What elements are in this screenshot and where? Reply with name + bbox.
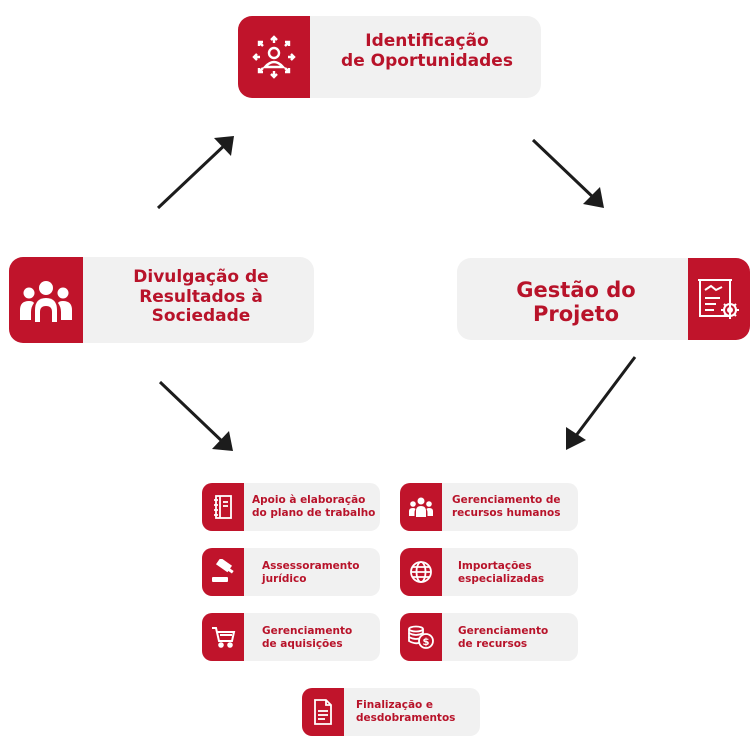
service-apoio-label: Apoio à elaboração do plano de trabalho <box>252 494 378 519</box>
arrow-divulgacao-to-services <box>158 380 228 447</box>
service-importacoes-label: Importações especializadas <box>458 560 576 585</box>
people-network-icon <box>252 35 296 79</box>
service-rh-line2: recursos humanos <box>452 506 561 519</box>
stage-divulgacao-line2: Resultados à <box>139 286 263 307</box>
stage-identificacao-line1: Identificação <box>365 31 489 51</box>
service-finalizacao-line1: Finalização e <box>356 699 434 711</box>
service-recursos-line2: de recursos <box>458 637 528 650</box>
arrow-gestao-to-services <box>570 356 637 442</box>
service-juridico-iconbox <box>202 548 244 596</box>
stage-gestao-line2: Projeto <box>532 302 620 327</box>
service-juridico-line1: Assessoramento <box>262 560 360 572</box>
service-finalizacao-iconbox <box>302 688 344 736</box>
service-importacoes-line2: especializadas <box>458 572 545 585</box>
cart-icon <box>212 627 236 648</box>
stage-gestao-line1: Gestão do <box>516 278 636 302</box>
service-apoio-line1: Apoio à elaboração <box>252 494 366 506</box>
stage-divulgacao-line3: Sociedade <box>151 306 251 327</box>
service-recursos-line1: Gerenciamento <box>458 625 549 637</box>
service-aquisicoes-line1: Gerenciamento <box>262 625 353 637</box>
stage-gestao-title: Gestão do Projeto <box>470 278 682 326</box>
stage-gestao-iconbox <box>688 258 750 340</box>
service-recursos-iconbox: $ <box>400 613 442 661</box>
service-rh-iconbox <box>400 483 442 531</box>
service-aquisicoes-line2: de aquisições <box>262 637 343 650</box>
stage-identificacao-iconbox <box>238 16 310 98</box>
svg-text:$: $ <box>423 637 430 648</box>
stage-identificacao-title: Identificação de Oportunidades <box>318 31 536 71</box>
project-board-gear-icon <box>698 279 739 319</box>
document-icon <box>314 699 332 725</box>
service-finalizacao-line2: desdobramentos <box>356 711 456 724</box>
arrow-divulgacao-to-identificacao <box>156 140 230 210</box>
service-finalizacao-label: Finalização e desdobramentos <box>356 699 476 724</box>
gavel-icon <box>212 559 234 582</box>
group-icon <box>20 281 72 322</box>
service-apoio-iconbox <box>202 483 244 531</box>
service-recursos-label: Gerenciamento de recursos <box>458 625 576 650</box>
stage-divulgacao-title: Divulgação de Resultados à Sociedade <box>96 267 306 327</box>
service-aquisicoes-label: Gerenciamento de aquisições <box>262 625 378 650</box>
arrow-identificacao-to-gestao <box>531 138 598 202</box>
notebook-icon <box>214 495 232 519</box>
service-rh-line1: Gerenciamento de <box>452 494 561 506</box>
service-juridico-line2: jurídico <box>262 572 307 585</box>
service-importacoes-line1: Importações <box>458 560 532 572</box>
service-juridico-label: Assessoramento jurídico <box>262 560 378 585</box>
team-icon <box>409 497 433 517</box>
service-rh-label: Gerenciamento de recursos humanos <box>452 494 576 519</box>
stage-divulgacao-iconbox <box>9 257 83 343</box>
coins-icon: $ <box>408 625 434 649</box>
stage-identificacao-line2: de Oportunidades <box>341 50 513 71</box>
globe-icon <box>410 561 432 583</box>
service-importacoes-iconbox <box>400 548 442 596</box>
service-apoio-line2: do plano de trabalho <box>252 506 376 519</box>
stage-divulgacao-line1: Divulgação de <box>133 267 269 287</box>
service-aquisicoes-iconbox <box>202 613 244 661</box>
